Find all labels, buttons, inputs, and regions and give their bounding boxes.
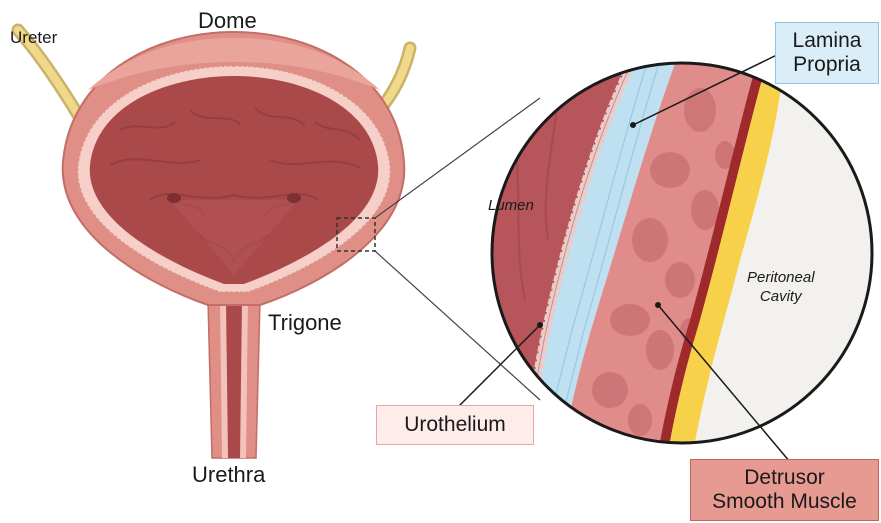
urethra-label: Urethra: [192, 462, 265, 488]
peritoneal-cavity-label: Peritoneal Cavity: [747, 268, 815, 306]
lamina-line-2: Propria: [776, 53, 878, 77]
left-ureteric-orifice: [167, 193, 181, 203]
lamina-line-1: Lamina: [776, 29, 878, 53]
lumen-label: Lumen: [488, 196, 534, 215]
urethra-lumen: [226, 300, 242, 458]
peritoneal-line-1: Peritoneal: [747, 268, 815, 287]
urothelium-box: Urothelium: [376, 405, 534, 445]
right-ureteric-orifice: [287, 193, 301, 203]
trigone-label: Trigone: [268, 310, 342, 336]
magnified-wall-section: [480, 50, 881, 470]
detrusor-line-1: Detrusor: [691, 466, 878, 490]
detrusor-box: Detrusor Smooth Muscle: [690, 459, 879, 521]
dome-label: Dome: [198, 8, 257, 34]
leader-urothelium: [455, 325, 540, 410]
lamina-propria-box: Lamina Propria: [775, 22, 879, 84]
urothelium-text: Urothelium: [377, 413, 533, 437]
ureter-label: Ureter: [10, 28, 57, 48]
detrusor-line-2: Smooth Muscle: [691, 490, 878, 514]
peritoneal-line-2: Cavity: [747, 287, 815, 306]
